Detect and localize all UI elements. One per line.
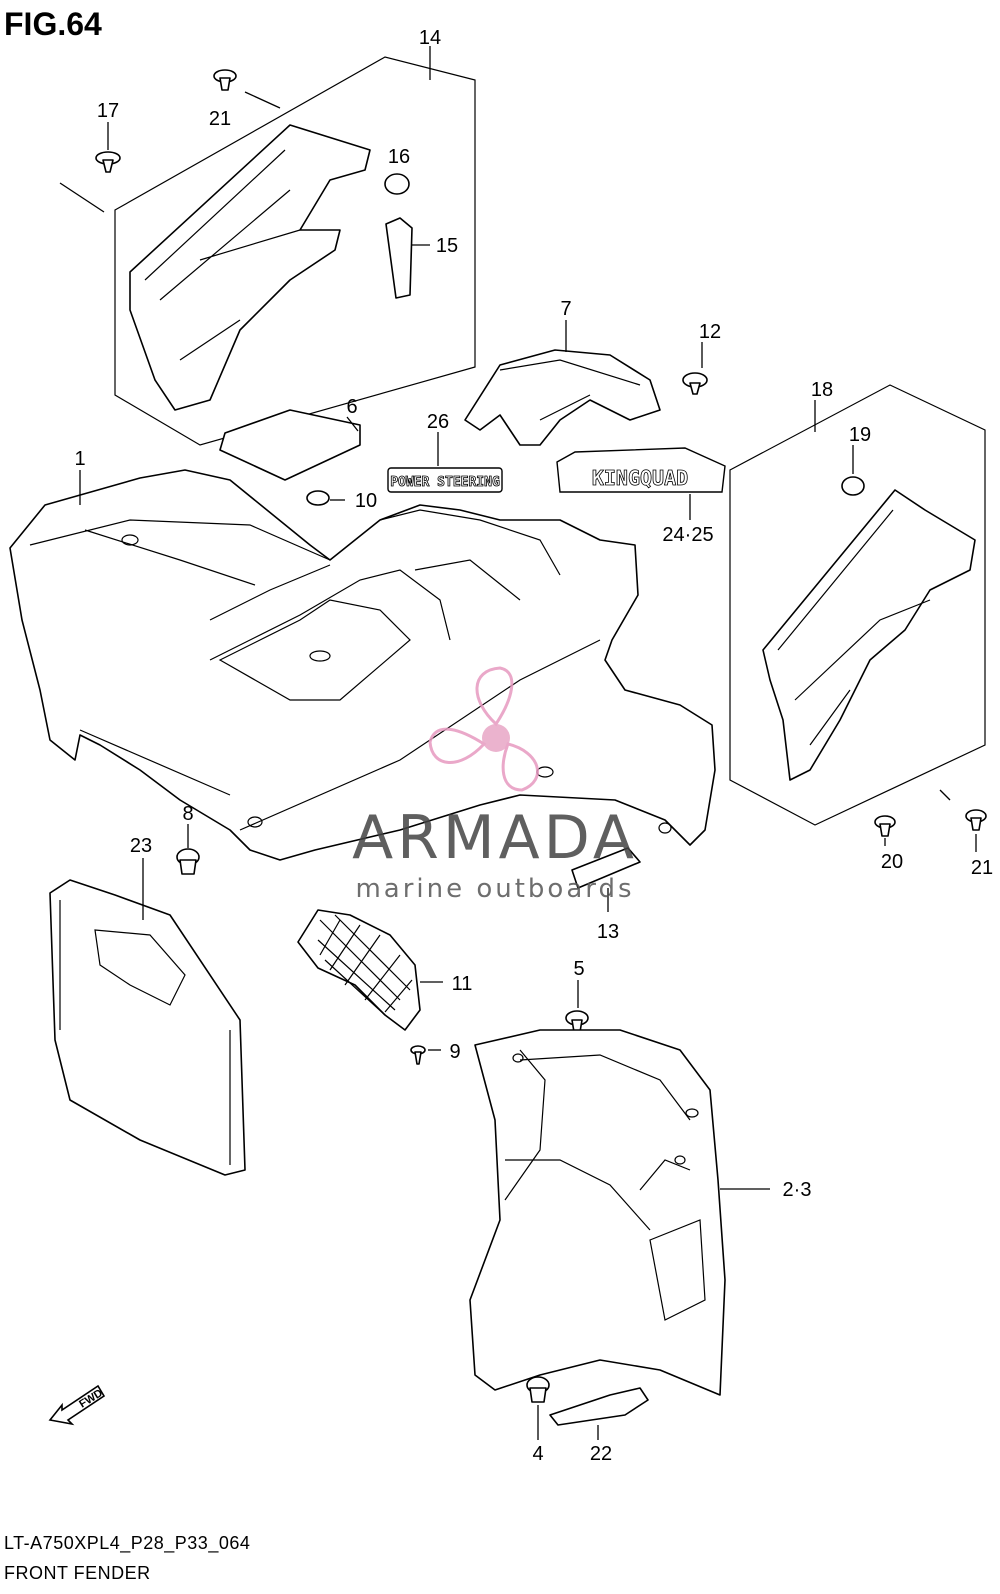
callout-17: 17	[97, 100, 119, 122]
part-23-plate	[49, 879, 246, 1176]
callout-8: 8	[182, 803, 193, 825]
callout-21-right: 21	[971, 857, 993, 879]
watermark-logo: ARMADA marine outboards	[352, 666, 638, 904]
callout-16: 16	[388, 146, 410, 168]
callout-22: 22	[590, 1443, 612, 1465]
callout-14: 14	[419, 27, 441, 49]
callout-1: 1	[74, 448, 85, 470]
part-12-rivet	[682, 372, 708, 395]
callout-2-3: 2·3	[783, 1179, 812, 1201]
diagram-code: LT-A750XPL4_P28_P33_064	[4, 1533, 251, 1553]
part-7-cover	[464, 349, 661, 446]
fwd-arrow-icon: FWD	[48, 1384, 106, 1426]
callout-11: 11	[452, 973, 473, 995]
part-14-inner-panel	[129, 124, 371, 411]
callout-24-25: 24·25	[662, 524, 713, 546]
part-19-grommet	[841, 476, 865, 496]
callout-7: 7	[560, 298, 571, 320]
callout-labels: 14 21 17 16 15 7 12 6 26 1 10 24·25 18 1…	[74, 27, 993, 1465]
part-5-rivet	[565, 1010, 589, 1033]
part-18-group	[729, 384, 986, 826]
callout-20: 20	[881, 851, 903, 873]
part-15-clip	[385, 217, 413, 299]
watermark-tagline: marine outboards	[355, 874, 634, 904]
part-2-3-side-panel	[469, 1029, 726, 1396]
callout-10: 10	[355, 490, 377, 512]
svg-text:POWER STEERING: POWER STEERING	[390, 475, 500, 490]
part-7-group	[464, 320, 708, 446]
decal-power-steering: POWER STEERING	[387, 467, 503, 493]
callout-23: 23	[130, 835, 152, 857]
group-box-14	[114, 56, 476, 446]
callout-6: 6	[346, 396, 357, 418]
callout-19: 19	[849, 424, 871, 446]
callout-12: 12	[699, 321, 721, 343]
part-21-rivet-top	[213, 69, 237, 91]
part-1-front-fender	[9, 469, 716, 861]
callout-9: 9	[449, 1041, 460, 1063]
callout-5: 5	[573, 958, 584, 980]
part-14-group	[59, 46, 476, 446]
part-6-cover	[219, 409, 361, 481]
part-8-bolt	[176, 848, 200, 875]
part-18-inner-panel	[762, 489, 976, 781]
diagram-subtitle: FRONT FENDER	[4, 1563, 151, 1583]
part-22-strip	[549, 1387, 649, 1426]
group-box-18	[729, 384, 986, 826]
callout-21-top: 21	[209, 108, 231, 130]
propeller-icon	[428, 666, 540, 792]
callout-26: 26	[427, 411, 449, 433]
callout-18: 18	[811, 379, 833, 401]
figure-title: FIG.64	[4, 6, 102, 42]
callout-4: 4	[532, 1443, 543, 1465]
part-20-rivet	[874, 815, 896, 837]
watermark-brand: ARMADA	[352, 803, 638, 873]
part-10-grommet	[306, 490, 330, 506]
part-9-screw	[410, 1045, 426, 1065]
svg-text:KINGQUAD: KINGQUAD	[592, 466, 688, 490]
part-16-grommet	[384, 173, 410, 195]
part-11-grille	[297, 909, 421, 1031]
part-13-strip	[571, 847, 641, 889]
callout-15: 15	[436, 235, 458, 257]
callout-13: 13	[597, 921, 619, 943]
part-17-rivet	[95, 151, 121, 173]
decal-kingquad: KINGQUAD	[556, 447, 726, 493]
part-21-rivet-right	[965, 809, 987, 831]
part-4-bolt	[526, 1376, 550, 1403]
